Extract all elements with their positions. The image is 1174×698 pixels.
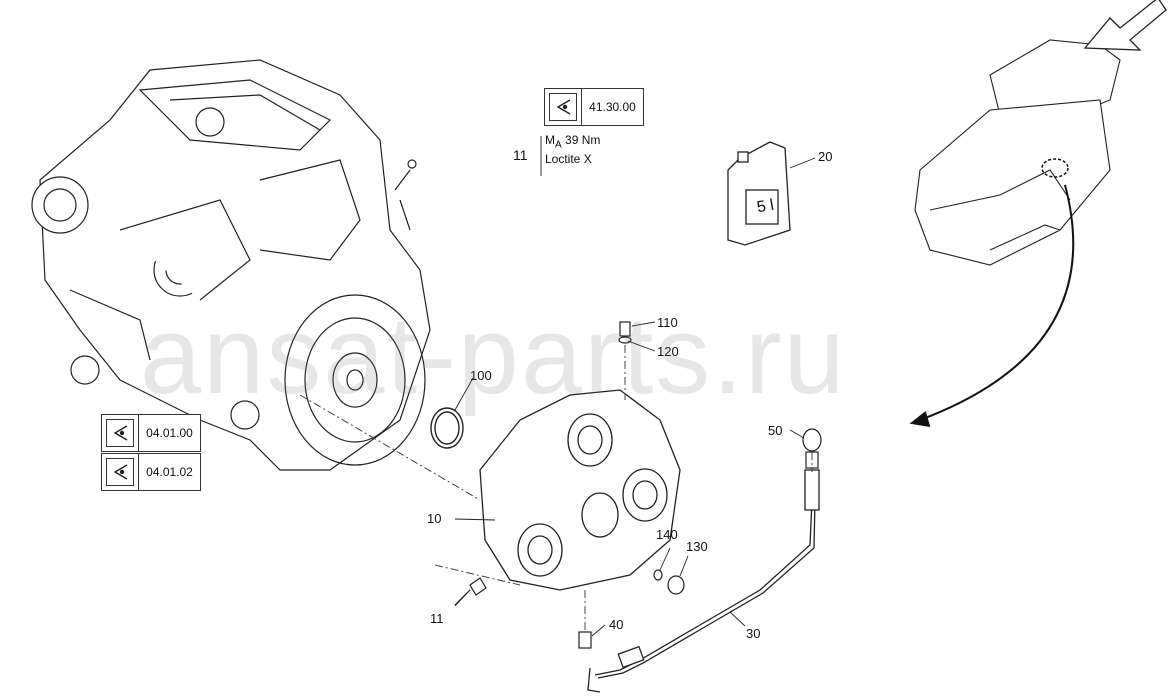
leader-lines [454,136,816,637]
torque-value: 39 Nm [565,133,601,147]
reference-code: 41.30.00 [589,100,636,114]
reference-code: 04.01.00 [146,426,193,440]
pump-distribution-gearbox [479,389,681,591]
watermark: ansat-parts.ru [140,294,847,417]
callout-100: 100 [470,368,492,383]
callout-40: 40 [609,617,624,632]
plug-130 [653,569,685,595]
arrow-icon [1083,0,1167,51]
callout-110: 110 [657,315,678,330]
callout-11: 11 [430,611,444,626]
detail-marker [1041,158,1069,178]
callout-130: 130 [686,539,708,554]
callout-30: 30 [746,626,761,641]
callout-10: 10 [427,511,442,526]
eye-icon [545,89,582,125]
torque-note: MA 39 Nm Loctite X [545,133,600,166]
reference-box-04-01-00[interactable]: 04.01.00 [101,414,201,452]
oil-can-20 [727,141,791,246]
eye-icon [102,454,139,490]
reference-box-04-01-02[interactable]: 04.01.02 [101,453,201,491]
torque-compound: Loctite X [545,152,592,167]
fitting-50 [802,428,822,469]
paver-machine [914,39,1121,266]
breather-110 [618,321,632,344]
callout-140: 140 [656,527,678,542]
hose-30 [587,469,820,693]
eye-icon [102,415,139,451]
callout-50: 50 [768,423,783,438]
curved-arrow-icon [909,184,1075,427]
flywheel [284,294,426,466]
assembly-axes [299,345,813,630]
reference-box-41-30-00[interactable]: 41.30.00 [544,88,644,126]
engine-assembly [31,59,431,471]
oil-can-label: 5 l [755,196,776,217]
callout-11-torque: 11 [513,147,528,163]
o-ring-100 [430,407,464,449]
callout-120: 120 [657,344,679,359]
callout-20: 20 [818,149,833,164]
torque-symbol: M [545,133,555,147]
fitting-40 [578,631,592,649]
reference-code: 04.01.02 [146,465,193,479]
torque-subscript: A [555,139,562,151]
